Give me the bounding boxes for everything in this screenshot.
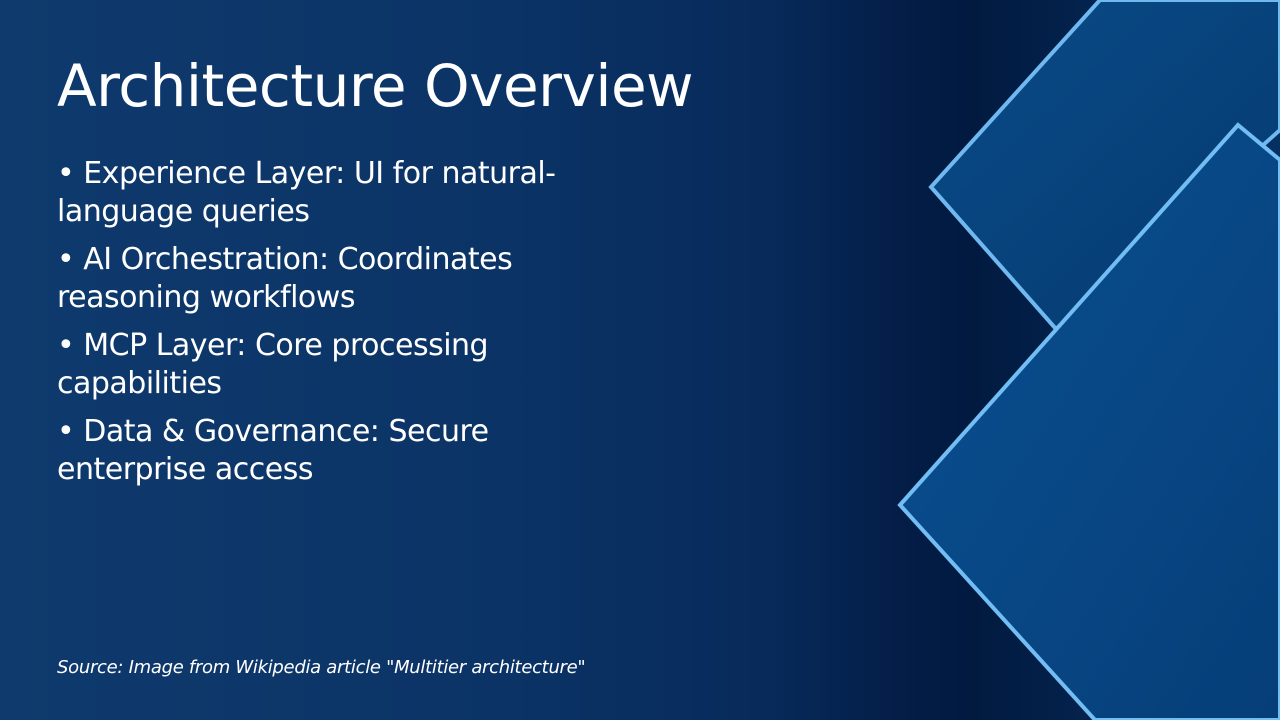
bullet-item: • Data & Governance: Secure enterprise a… xyxy=(57,414,489,487)
bullet-item: • MCP Layer: Core processing capabilitie… xyxy=(57,328,489,401)
bullet-item: • Experience Layer: UI for natural-langu… xyxy=(57,156,556,229)
slide-title: Architecture Overview xyxy=(57,52,694,120)
source-caption: Source: Image from Wikipedia article "Mu… xyxy=(57,657,586,678)
bullet-list: • Experience Layer: UI for natural-langu… xyxy=(57,155,577,499)
diamond-front xyxy=(897,122,1280,720)
bullet-item: • AI Orchestration: Coordinates reasonin… xyxy=(57,242,513,315)
